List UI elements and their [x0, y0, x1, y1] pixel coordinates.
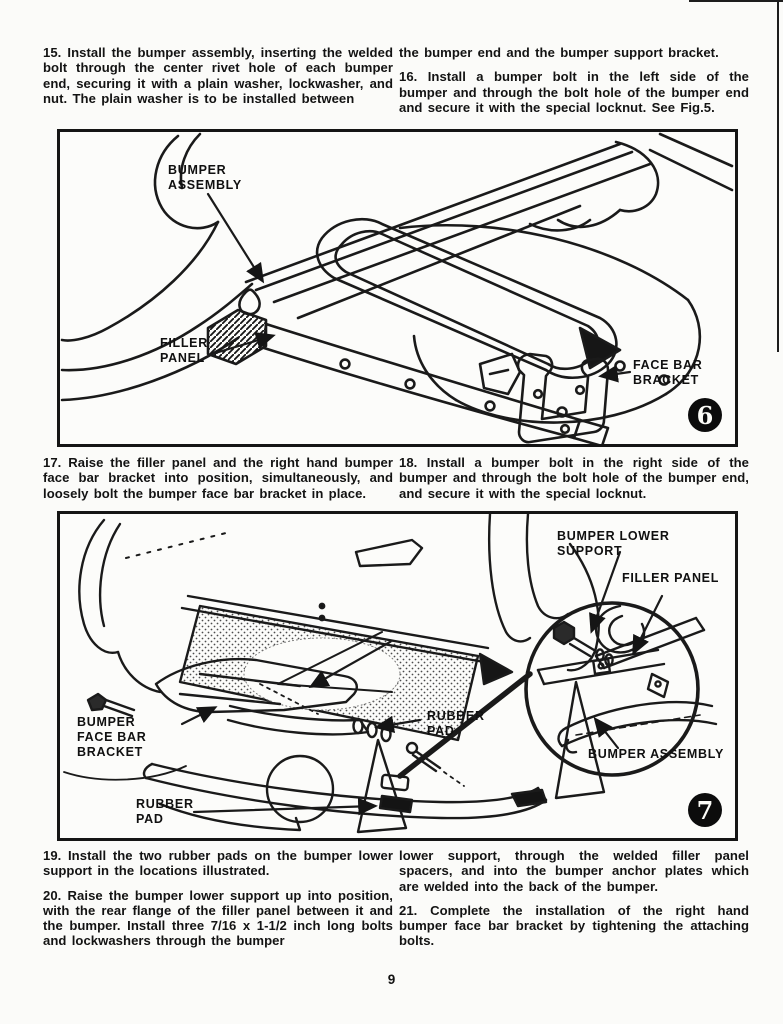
mid-left-column: 17. Raise the filler panel and the right… [43, 455, 393, 510]
fig7-label-filler-panel: FILLER PANEL [622, 571, 720, 585]
bottom-right-column: lower support, through the welded filler… [399, 848, 749, 958]
mid-right-column: 18. Install a bumper bolt in the right s… [399, 455, 749, 510]
step-20-continued: lower support, through the welded filler… [399, 848, 749, 894]
figure-7-drawing [63, 514, 718, 834]
step-16: 16. Install a bumper bolt in the left si… [399, 69, 749, 115]
figure-6: BUMPER ASSEMBLY FILLER PANEL FACE BAR BR… [57, 129, 738, 447]
figure-7-number-badge: 7 [688, 793, 722, 827]
figure-7: BUMPER LOWER SUPPORT FILLER PANEL BUMPER… [57, 511, 738, 841]
scan-edge-right [777, 0, 779, 352]
page-number: 9 [387, 972, 396, 987]
step-18: 18. Install a bumper bolt in the right s… [399, 455, 749, 501]
step-20: 20. Raise the bumper lower support up in… [43, 887, 393, 949]
top-right-column: the bumper end and the bumper support br… [399, 45, 749, 124]
bottom-left-column: 19. Install the two rubber pads on the b… [43, 848, 393, 958]
step-15-continued: the bumper end and the bumper support br… [399, 45, 719, 60]
step-21: 21. Complete the installation of the rig… [399, 902, 749, 949]
fig7-label-bumper-face-bar-bracket: BUMPER FACE BAR BRACKET [77, 715, 147, 759]
figure-6-number-badge: 6 [688, 398, 722, 432]
scan-edge-top [689, 0, 783, 2]
fig7-label-rubber-pad-right: RUBBER PAD [427, 709, 485, 738]
fig6-label-filler-panel: FILLER PANEL [160, 336, 208, 365]
figure-6-drawing [60, 132, 734, 444]
step-15: 15. Install the bumper assembly, inserti… [43, 45, 393, 106]
fig7-label-rubber-pad-bottom: RUBBER PAD [136, 797, 194, 826]
fig7-label-bumper-lower-support: BUMPER LOWER SUPPORT [557, 529, 670, 558]
step-19: 19. Install the two rubber pads on the b… [43, 848, 393, 879]
fig6-label-bumper-assembly: BUMPER ASSEMBLY [168, 163, 242, 192]
fig6-label-face-bar-bracket: FACE BAR BRACKET [633, 358, 703, 387]
top-left-column: 15. Install the bumper assembly, inserti… [43, 45, 393, 115]
fig7-label-bumper-assembly: BUMPER ASSEMBLY [588, 747, 724, 761]
step-17: 17. Raise the filler panel and the right… [43, 455, 393, 501]
